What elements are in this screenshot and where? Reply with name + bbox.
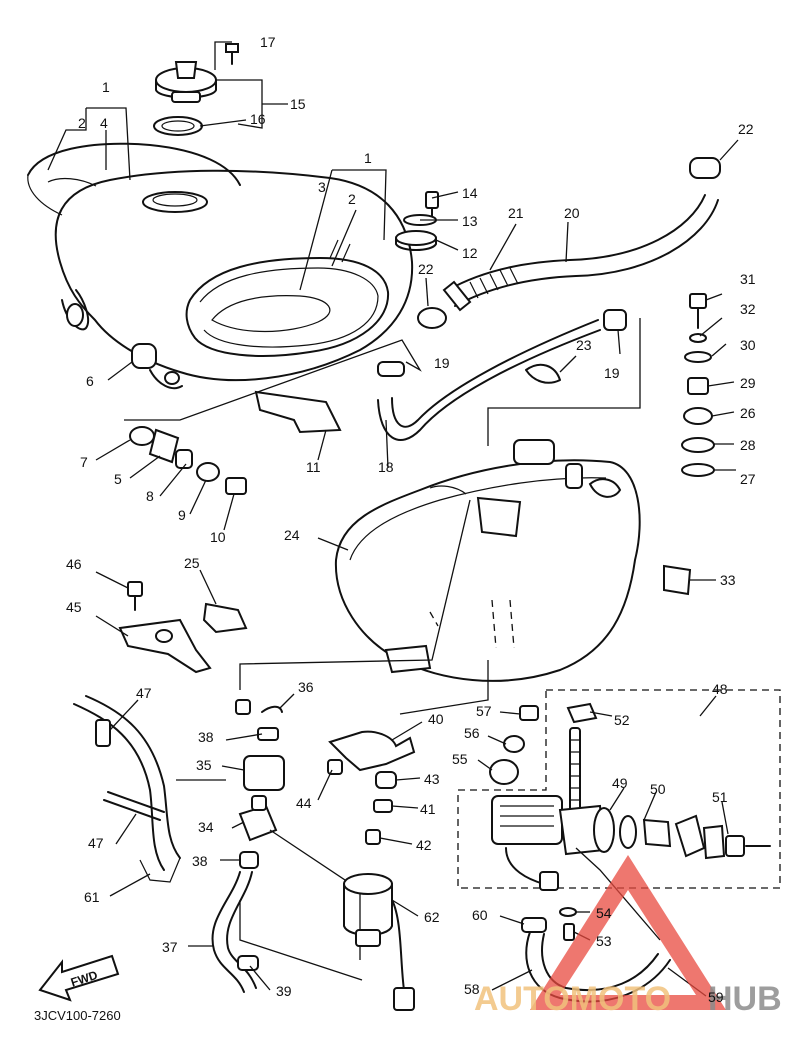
callout-38: 38 — [192, 853, 208, 869]
watermark: AUTOMOTO HUB — [474, 855, 782, 1018]
callout-47: 47 — [136, 685, 152, 701]
callout-7: 7 — [80, 454, 88, 470]
drawing-code: 3JCV100-7260 — [34, 1008, 121, 1023]
bracket-11 — [254, 390, 342, 434]
fuel-hose-18 — [377, 309, 627, 441]
callout-1: 1 — [102, 79, 110, 95]
fuel-cock — [491, 702, 771, 941]
callout-55: 55 — [452, 751, 468, 767]
callout-29: 29 — [740, 375, 756, 391]
callout-50: 50 — [650, 781, 666, 797]
callout-11: 11 — [306, 459, 321, 475]
fuel-tank-cushion-set — [395, 191, 439, 251]
callout-17: 17 — [260, 34, 276, 50]
watermark-brand-part2: HUB — [708, 980, 782, 1018]
callout-14: 14 — [462, 185, 478, 201]
watermark-logo-icon — [530, 855, 726, 1010]
callout-51: 51 — [712, 789, 728, 805]
callout-22: 22 — [418, 261, 434, 277]
callout-53: 53 — [596, 933, 612, 949]
drain-hose — [73, 695, 181, 883]
callout-59: 59 — [708, 989, 724, 1005]
clamp-set — [327, 660, 539, 845]
assembly-48-box — [457, 689, 781, 889]
callout-44: 44 — [296, 795, 312, 811]
callout-58: 58 — [464, 981, 480, 997]
band-23 — [525, 363, 561, 384]
callout-5: 5 — [114, 471, 122, 487]
callout-15: 15 — [290, 96, 306, 112]
fuel-pump — [343, 873, 415, 1011]
callout-2: 2 — [78, 115, 86, 131]
callout-62: 62 — [424, 909, 440, 925]
callout-20: 20 — [564, 205, 580, 221]
callout-21: 21 — [508, 205, 524, 221]
callout-47: 47 — [88, 835, 104, 851]
callout-56: 56 — [464, 725, 480, 741]
callout-61: 61 — [84, 889, 100, 905]
sub-tank — [334, 439, 692, 682]
callout-30: 30 — [740, 337, 756, 353]
tank-mount-hardware — [129, 343, 247, 495]
callout-16: 16 — [250, 111, 266, 127]
callout-42: 42 — [416, 837, 432, 853]
callout-19: 19 — [604, 365, 620, 381]
fuel-hose-58 — [521, 847, 671, 1003]
mount-stack — [681, 293, 715, 477]
callout-57: 57 — [476, 703, 492, 719]
callout-32: 32 — [740, 301, 756, 317]
callout-3: 3 — [318, 179, 326, 195]
callout-45: 45 — [66, 599, 82, 615]
callout-22: 22 — [738, 121, 754, 137]
callout-13: 13 — [462, 213, 478, 229]
damper-25 — [202, 602, 248, 634]
callout-38: 38 — [198, 729, 214, 745]
callout-27: 27 — [740, 471, 756, 487]
callout-8: 8 — [146, 488, 154, 504]
callout-35: 35 — [196, 757, 212, 773]
leader-lines — [47, 41, 739, 997]
callout-43: 43 — [424, 771, 440, 787]
callout-24: 24 — [284, 527, 300, 543]
callout-49: 49 — [612, 775, 628, 791]
filler-cap — [155, 43, 239, 103]
callout-46: 46 — [66, 556, 82, 572]
callouts: 17 15 16 1 2 4 1 3 2 14 13 12 21 20 22 2… — [66, 34, 756, 1005]
callout-9: 9 — [178, 507, 186, 523]
cap-gasket — [153, 116, 203, 136]
callout-37: 37 — [162, 939, 178, 955]
callout-33: 33 — [720, 572, 736, 588]
callout-54: 54 — [596, 905, 612, 921]
callout-34: 34 — [198, 819, 214, 835]
bracket-45 — [118, 581, 212, 674]
callout-10: 10 — [210, 529, 226, 545]
callout-4: 4 — [100, 115, 108, 131]
callout-41: 41 — [420, 801, 436, 817]
callout-18: 18 — [378, 459, 394, 475]
callout-36: 36 — [298, 679, 314, 695]
callout-1: 1 — [364, 150, 372, 166]
breather-pipe — [417, 157, 721, 329]
callout-39: 39 — [276, 983, 292, 999]
callout-25: 25 — [184, 555, 200, 571]
callout-60: 60 — [472, 907, 488, 923]
callout-6: 6 — [86, 373, 94, 389]
callout-19: 19 — [434, 355, 450, 371]
watermark-brand-part1: AUTOMOTO — [474, 980, 671, 1018]
fuel-tank — [27, 142, 414, 390]
callout-52: 52 — [614, 712, 630, 728]
front-direction-arrow: FWD — [38, 954, 120, 1002]
callout-12: 12 — [462, 245, 478, 261]
callout-26: 26 — [740, 405, 756, 421]
callout-28: 28 — [740, 437, 756, 453]
callout-40: 40 — [428, 711, 444, 727]
callout-31: 31 — [740, 271, 756, 287]
callout-48: 48 — [712, 681, 728, 697]
callout-2: 2 — [348, 191, 356, 207]
callout-23: 23 — [576, 337, 592, 353]
